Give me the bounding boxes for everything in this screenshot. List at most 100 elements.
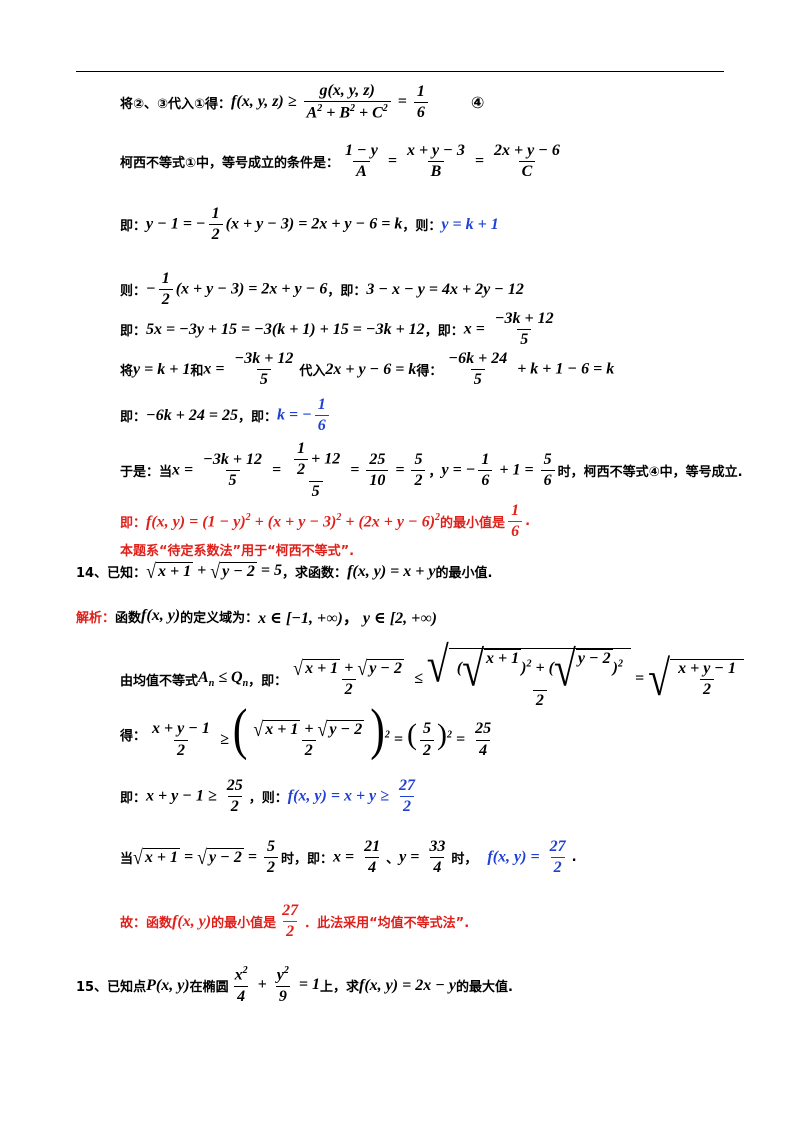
label-problem-14: 14、已知： [76, 566, 147, 581]
label-comma: ， [428, 465, 442, 481]
formula-f-14-2: f(x, y) [141, 607, 181, 624]
label-ellipse: 在椭圆 [189, 980, 229, 996]
label-ji: 即： [120, 219, 147, 235]
line-domain: 解析： 函数 f(x, y) 的定义域为： x ∈ [−1, +∞)， y ∈ … [76, 604, 437, 628]
label-ji-2: ，即： [327, 284, 367, 300]
label-jiexi: 解析： [76, 610, 116, 626]
formula-solve-x: 5x = −3y + 15 = −3(k + 1) + 15 = −3k + 1… [146, 320, 425, 338]
label-ji-7: 即： [120, 516, 147, 532]
label-period-2: . [571, 850, 577, 866]
formula-f-14: f(x, y) = x + y [347, 562, 436, 580]
label-hanshu: 函数 [115, 610, 142, 626]
label-dun: 、 [386, 852, 400, 868]
label-gu: 故：函数 [120, 916, 173, 932]
line-method-note-13: 本题系“待定系数法”用于“柯西不等式”. [120, 540, 354, 559]
label-max-15: 的最大值. [456, 980, 513, 996]
label-ji-4: ，即： [424, 324, 464, 340]
label-find-function: ，求函数： [282, 566, 348, 581]
label-ji-6: ，即： [237, 410, 277, 426]
text-substitute: 将②、③代入①得： [120, 97, 232, 113]
formula-domain: x ∈ [−1, +∞)， y ∈ [2, +∞) [258, 610, 437, 627]
label-jiang: 将 [120, 364, 134, 380]
label-min-14: 的最小值. [435, 566, 493, 581]
label-mean-inequality: 由均值不等式 [120, 673, 199, 689]
label-yushi: 于是：当 [120, 465, 173, 481]
formula-an-qn: An ≤ Qn [198, 669, 249, 690]
label-min-value: 的最小值是 [440, 516, 506, 532]
label-ji-8: ，即： [248, 673, 288, 689]
label-shi-ji: 时，即： [280, 852, 333, 868]
label-dang: 当 [120, 852, 134, 868]
label-min-value-14: 的最小值是 [211, 916, 277, 932]
label-find: 上，求 [320, 980, 360, 996]
label-ze-2: 则： [120, 284, 147, 300]
formula-f-14-3: f(x, y) [172, 912, 212, 930]
text-method-note-13: 本题系“待定系数法”用于“柯西不等式”. [120, 544, 355, 559]
formula-f-13: f(x, y) = (1 − y)2 + (x + y − 3)2 + (2x … [146, 512, 441, 531]
formula-point-p: P(x, y) [146, 976, 190, 994]
label-ji-3: 即： [120, 324, 147, 340]
equation-number-4: ④ [470, 93, 485, 113]
line-substitute: 将②、③代入①得： f(x, y, z) ≥ g(x, y, z)A2 + B2… [120, 82, 484, 123]
label-domain: 的定义域为： [180, 610, 259, 626]
label-he: 和 [190, 364, 204, 380]
label-shi: 时， [451, 852, 478, 868]
problem-14-statement: 14、已知： √x + 1 + √y − 2 = 5 ，求函数： f(x, y)… [76, 559, 493, 583]
label-ze: ，则： [402, 219, 442, 235]
formula-given-14: √x + 1 + √y − 2 = 5 [146, 559, 283, 583]
label-ji-9: 即： [120, 791, 147, 807]
line-solve-x: 即： 5x = −3y + 15 = −3(k + 1) + 15 = −3k … [120, 310, 560, 350]
label-de-2: 得： [120, 728, 147, 744]
formula-eq-k: 2x + y − 6 = k [325, 360, 417, 378]
label-dairu: 代入 [299, 364, 326, 380]
header-rule [76, 71, 724, 72]
text-equality-condition: 柯西不等式①中，等号成立的条件是： [120, 156, 340, 172]
formula-derive-2: 3 − x − y = 4x + 2y − 12 [366, 280, 524, 298]
formula-f-15: f(x, y) = 2x − y [359, 976, 457, 994]
line-min-result-13: 即： f(x, y) = (1 − y)2 + (x + y − 3)2 + (… [120, 502, 530, 542]
formula-k-linear: −6k + 24 = 25 [146, 406, 238, 424]
label-ze-3: ，则： [248, 791, 288, 807]
label-period: . [525, 514, 531, 530]
label-de: 得： [416, 364, 443, 380]
text-method-note-14: ．此法采用“均值不等式法”. [304, 916, 470, 932]
label-problem-15: 15、已知点 [76, 980, 147, 996]
label-ji-5: 即： [120, 410, 147, 426]
formula-y-k: y = k + 1 [441, 215, 499, 233]
label-cauchy-equality: 时，柯西不等式④中，等号成立. [557, 465, 743, 481]
formula-y-k-2: y = k + 1 [133, 360, 191, 378]
